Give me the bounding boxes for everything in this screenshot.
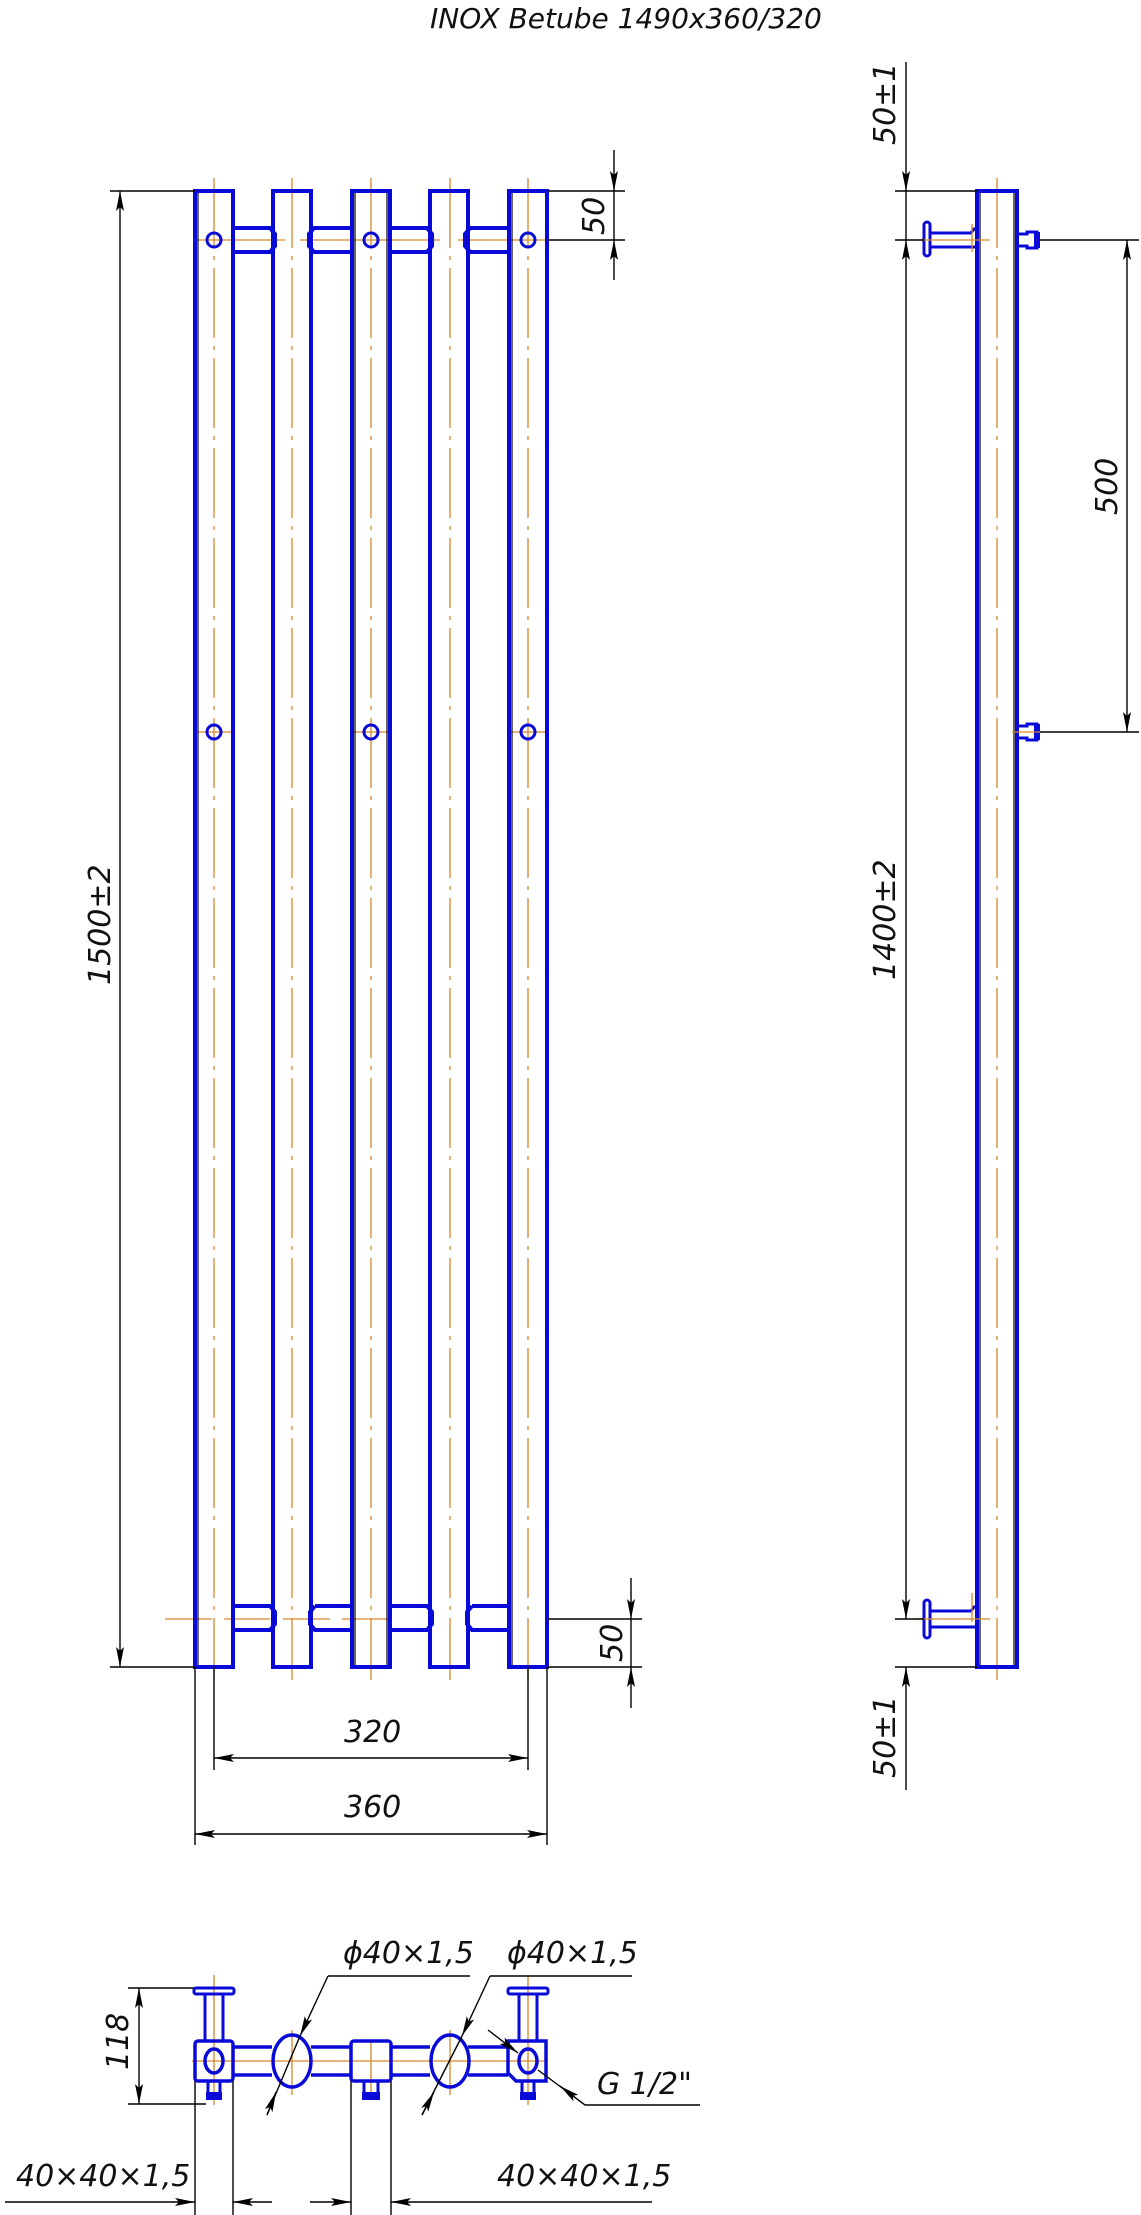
bottom-wall-bracket	[915, 1593, 990, 1640]
front-view: 1500±2 50 50 320	[83, 150, 642, 1845]
middle-inlet-nipple	[1012, 722, 1042, 742]
leader-thread: G 1/2"	[487, 2029, 700, 2106]
dim-label-bottom-50: 50	[595, 1624, 630, 1662]
dim-label-1400: 1400±2	[868, 859, 903, 980]
dim-depth: 118	[101, 1987, 206, 2105]
bottom-connectors	[233, 1604, 509, 1632]
dim-label-118: 118	[101, 2013, 136, 2070]
round-tube-4	[429, 2033, 471, 2089]
side-tube	[975, 189, 1019, 1669]
leader-round-tube-right: ϕ40×1,5	[421, 1936, 638, 2116]
dim-overall-width: 360	[194, 1667, 548, 1845]
dim-label-50pm1-bottom: 50±1	[868, 1696, 903, 1778]
round-tube-2	[271, 2033, 313, 2089]
dim-top-offset: 50	[548, 150, 625, 280]
dim-square-tube-left: 40×40×1,5	[5, 2081, 272, 2215]
label-square-tube-right: 40×40×1,5	[497, 2159, 671, 2194]
side-view: 50±1 500 1400±2 50±1	[868, 62, 1139, 1790]
dim-bracket-spacing: 500	[1040, 239, 1139, 733]
tube-4	[428, 189, 470, 1669]
dim-label-top-50: 50	[577, 197, 612, 235]
left-square-tube	[192, 1986, 236, 2100]
dim-square-tube-right: 40×40×1,5	[310, 2081, 671, 2215]
top-inlet-nipple	[1017, 230, 1040, 250]
dim-label-500: 500	[1090, 458, 1125, 515]
right-square-tube	[506, 1986, 550, 2100]
label-round-tube-right: ϕ40×1,5	[507, 1936, 638, 1971]
label-round-tube-left: ϕ40×1,5	[343, 1936, 474, 1971]
top-wall-bracket	[915, 220, 990, 258]
drawing-title: INOX Betube 1490x360/320	[430, 2, 822, 35]
dim-bottom-offset: 50	[548, 1578, 642, 1708]
label-thread: G 1/2"	[597, 2067, 692, 2102]
tube-3	[350, 189, 392, 1669]
dim-label-360: 360	[344, 1790, 401, 1825]
leader-round-tube-left: ϕ40×1,5	[264, 1936, 474, 2116]
center-square-tube	[349, 2039, 393, 2100]
dim-axis-spacing: 320	[213, 1667, 529, 1770]
dim-bottom-bracket-offset: 50±1	[868, 1666, 977, 1790]
dim-label-50pm1-top: 50±1	[868, 63, 903, 145]
dim-overall-height: 1500±2	[83, 190, 195, 1668]
dim-label-1500: 1500±2	[83, 864, 118, 985]
mounting-holes	[205, 231, 537, 741]
dim-inlet-spacing: 1400±2	[868, 240, 924, 1620]
dim-label-320: 320	[344, 1715, 401, 1750]
top-connectors	[233, 226, 509, 254]
top-view: 118 ϕ40×1,5 ϕ40×1,5 G 1/2"	[5, 1936, 700, 2215]
label-square-tube-left: 40×40×1,5	[16, 2159, 190, 2194]
dim-top-bracket-offset: 50±1	[868, 62, 977, 241]
tube-2	[271, 189, 313, 1669]
tube-axes	[165, 178, 548, 1680]
